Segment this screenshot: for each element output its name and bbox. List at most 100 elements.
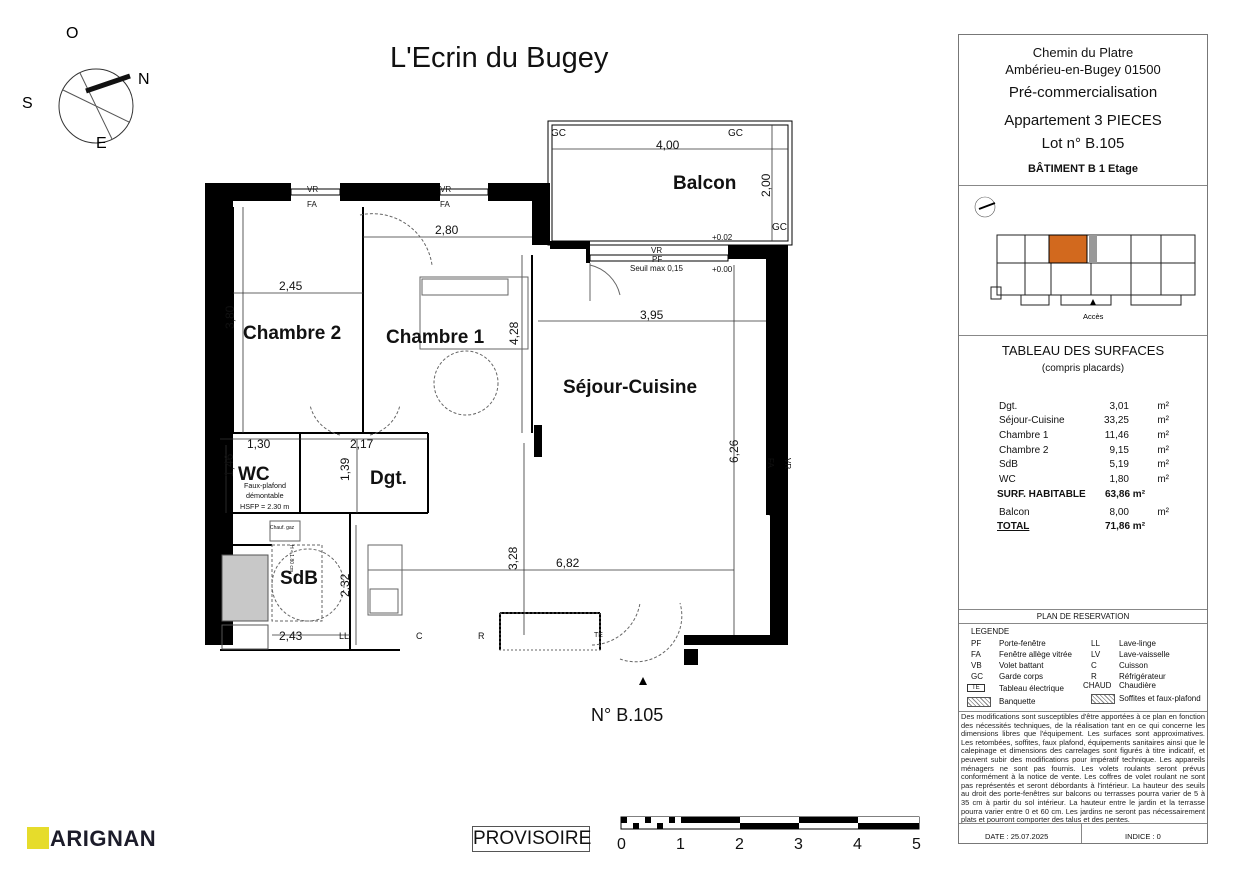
scale-3: 3 [794,836,803,853]
appliance-te: TE [594,632,603,639]
level-balcon: +0.02 [712,233,733,242]
address-line-1: Chemin du Platre [1032,45,1134,60]
legend-label: Tableau électrique [999,684,1064,693]
scale-2: 2 [735,836,744,853]
room-wc: WC [238,464,270,485]
separator [959,711,1207,712]
compass-s: S [22,95,33,112]
room-chambre1: Chambre 1 [386,327,485,348]
legend-item: VB [971,661,982,670]
apartment-type: Appartement 3 PIECES [1004,112,1162,129]
dim-kitchen-depth: 3,28 [506,546,520,570]
highlight-lot [1048,234,1088,264]
wc-note-3: HSFP = 2.30 m [240,502,289,511]
code-gc-2: GC [728,128,743,139]
bathtub-bench [221,624,269,650]
legend-code: CHAUD [1083,681,1112,690]
legend-label: Porte-fenêtre [999,639,1046,648]
windows [290,188,781,516]
dim-chambre2-width: 2,45 [279,279,303,293]
legend-label: Cuisson [1119,661,1148,670]
entry-arrow-icon [639,677,647,685]
room-dgt: Dgt. [370,468,407,489]
bathtub [221,554,269,622]
dim-sejour-width: 3,95 [640,308,664,322]
level-sejour: +0.00 [712,265,733,274]
legend-item: FA [971,650,981,659]
index: INDICE : 0 [1125,832,1161,841]
code-gc-1: GC [551,128,566,139]
room-sejour: Séjour-Cuisine [563,377,697,398]
code-vr-3: VR [651,246,662,255]
lot-info: Lot n° B.105 [1041,135,1125,152]
scale-1: 1 [676,836,685,853]
code-fa-1: FA [307,200,317,209]
legend-item: GC [971,672,983,681]
dimension-lines [220,125,788,645]
compass: O N E S [22,25,150,150]
room-sdb: SdB [280,568,318,589]
furniture [269,213,683,663]
separator [959,609,1207,610]
brand-logo: ARIGNAN [27,826,156,852]
legend-label: Banquette [999,697,1036,706]
legend-label: Soffites et faux-plafond [1119,694,1201,703]
site-plan: Accès [974,196,1196,321]
dim-balcon-depth: 2,00 [759,173,773,197]
surfaces-title: TABLEAU DES SURFACES [1001,343,1165,358]
sdb-note: H < 1.80 cm [288,545,294,572]
code-seuil: Seuil max 0,15 [630,264,683,273]
scale-4: 4 [853,836,862,853]
access-label: Accès [1083,312,1104,321]
interior-walls [220,207,601,651]
code-gc-3: GC [772,222,787,233]
dim-wc-width: 1,30 [247,437,271,451]
building: BÂTIMENT B 1 Etage [1027,163,1138,175]
legend-label: Volet battant [999,661,1044,670]
scale-5: 5 [912,836,921,853]
code-vr-1: VR [307,185,318,194]
legend-code: C [1091,661,1097,670]
separator [959,623,1207,624]
code-vr-4: VR [783,458,792,469]
dim-sdb-depth: 2,32 [338,573,352,597]
legend-item: TE [967,684,985,692]
brand-text: ARIGNAN [50,826,157,851]
footer-divider [1081,824,1082,843]
legend-label: Fenêtre allège vitrée [999,650,1072,659]
legend-label: Réfrigérateur [1119,672,1166,681]
separator [959,185,1207,186]
dim-chambre1-width: 2,80 [435,223,459,237]
dim-total-width: 6,82 [556,556,580,570]
balcony-outline [547,120,793,246]
dim-wc-depth: 1,46 [222,453,236,477]
dim-balcon-width: 4,00 [656,138,680,152]
banquette-swatch-icon [967,697,991,707]
provisoire-stamp: PROVISOIRE [472,826,591,852]
dim-dgt-width: 2,17 [350,437,374,451]
appliance-ll: LL [339,631,349,641]
address-line-2: Ambérieu-en-Bugey 01500 [1005,62,1161,77]
code-fa-2: FA [440,200,450,209]
compass-o: O [66,25,78,42]
scale-bar [620,816,920,830]
wc-note-1: Faux-plafond [244,481,286,490]
compass-axis-ns [79,72,113,140]
turning-circle-chambre1 [433,350,499,416]
brand-mark-icon [27,827,49,849]
dim-sejour-depth: 6,26 [727,439,741,463]
scale-0: 0 [617,836,626,853]
page-title: L'Ecrin du Bugey [390,42,609,74]
lot-number: N° B.105 [591,705,664,725]
code-fa-4: FA [766,458,775,468]
floor-plan: Balcon Chambre 2 Chambre 1 Séjour-Cuisin… [205,120,793,685]
plan-reservation: PLAN DE RESERVATION [1036,612,1130,621]
disclaimer: Des modifications sont susceptibles d'êt… [961,712,1205,825]
